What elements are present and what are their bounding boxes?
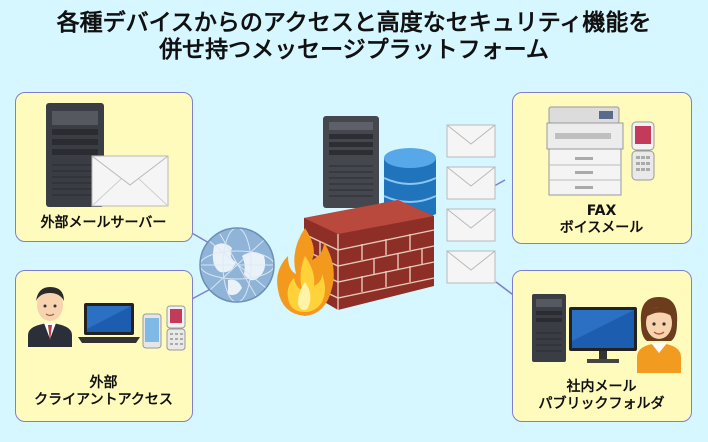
internal-mail-label-line-2: パブリックフォルダ	[538, 396, 665, 412]
internal-mail-label-line-1: 社内メール	[566, 379, 637, 395]
desktop-monitor-icon	[569, 307, 637, 363]
internal-mail-label: 社内メール パブリックフォルダ	[513, 379, 690, 413]
envelope-icon	[446, 166, 496, 200]
server-tower-icon	[46, 103, 104, 207]
server-tower-icon	[532, 294, 566, 362]
diagram-title: 各種デバイスからのアクセスと高度なセキュリティ機能を 併せ持つメッセージプラット…	[0, 10, 708, 64]
woman-avatar-icon	[637, 297, 681, 373]
internal-mail-box: 社内メール パブリックフォルダ	[512, 270, 692, 422]
external-client-box: 外部 クライアントアクセス	[15, 270, 193, 422]
central-server-icon	[323, 116, 379, 208]
envelope-icon	[446, 250, 496, 284]
fax-voicemail-box: FAX ボイスメール	[512, 92, 692, 244]
fax-voicemail-label: FAX ボイスメール	[513, 203, 690, 237]
envelope-icon	[446, 208, 496, 242]
external-client-label-line-2: クライアントアクセス	[34, 392, 173, 408]
flip-phone-icon	[166, 305, 186, 351]
external-mail-server-label: 外部メールサーバー	[40, 215, 167, 231]
title-line-2: 併せ持つメッセージプラットフォーム	[159, 37, 549, 63]
multifunction-printer-icon	[546, 106, 624, 196]
envelope-icon	[446, 124, 496, 158]
fax-voicemail-label-line-2: ボイスメール	[559, 220, 644, 236]
fax-voicemail-label-line-1: FAX	[586, 203, 617, 219]
globe-icon	[199, 227, 275, 303]
envelope-icon	[91, 155, 169, 207]
smartphone-icon	[142, 313, 162, 349]
flame-icon	[277, 228, 334, 316]
external-mail-server-box: 外部メールサーバー	[15, 92, 193, 242]
businessman-icon	[28, 287, 72, 347]
external-client-label: 外部 クライアントアクセス	[16, 375, 191, 409]
external-client-label-line-1: 外部	[89, 375, 118, 391]
laptop-icon	[78, 303, 140, 343]
flip-phone-icon	[631, 121, 655, 181]
title-line-1: 各種デバイスからのアクセスと高度なセキュリティ機能を	[56, 10, 652, 36]
